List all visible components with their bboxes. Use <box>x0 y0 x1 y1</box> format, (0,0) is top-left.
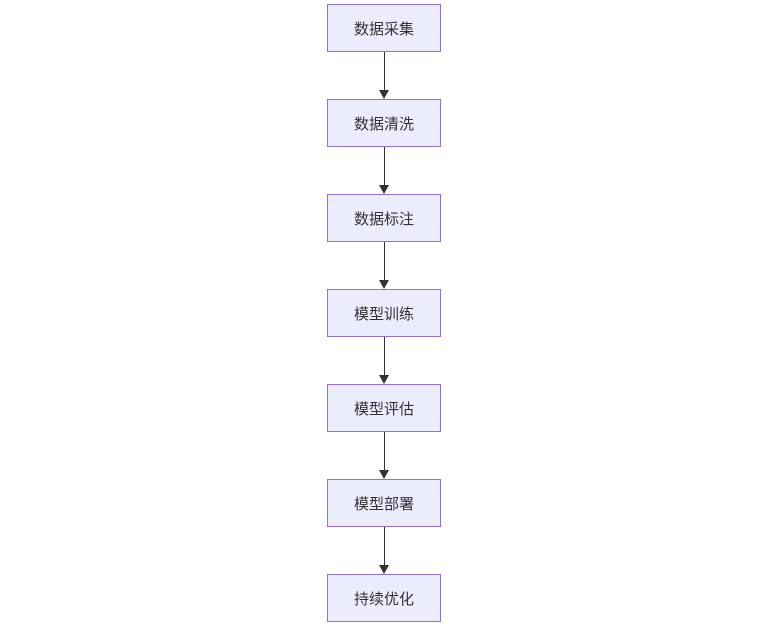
edge-line <box>383 527 385 565</box>
flow-node-label: 模型训练 <box>353 305 414 323</box>
arrowhead-down-icon <box>379 185 389 194</box>
arrowhead-down-icon <box>379 280 389 289</box>
arrowhead-down-icon <box>379 565 389 574</box>
flow-node-label: 数据清洗 <box>353 115 414 133</box>
arrowhead-down-icon <box>379 375 389 384</box>
flow-node-data-collection: 数据采集 <box>327 4 441 52</box>
flow-node-model-deployment: 模型部署 <box>327 479 441 527</box>
flow-node-model-evaluation: 模型评估 <box>327 384 441 432</box>
flow-node-data-annotation: 数据标注 <box>327 194 441 242</box>
flow-node-label: 数据标注 <box>353 210 414 228</box>
edge-line <box>383 52 385 90</box>
flow-node-data-cleaning: 数据清洗 <box>327 99 441 147</box>
flow-edge-6 <box>379 527 389 574</box>
arrowhead-down-icon <box>379 90 389 99</box>
flow-node-continuous-optimization: 持续优化 <box>327 574 441 622</box>
flow-node-model-training: 模型训练 <box>327 289 441 337</box>
flow-node-label: 数据采集 <box>353 20 414 38</box>
edge-line <box>383 147 385 185</box>
flow-edge-2 <box>379 147 389 194</box>
flow-node-label: 模型评估 <box>353 400 414 418</box>
flow-edge-4 <box>379 337 389 384</box>
flow-edge-5 <box>379 432 389 479</box>
flow-edge-1 <box>379 52 389 99</box>
flow-node-label: 模型部署 <box>353 495 414 513</box>
arrowhead-down-icon <box>379 470 389 479</box>
flow-edge-3 <box>379 242 389 289</box>
edge-line <box>383 432 385 470</box>
edge-line <box>383 242 385 280</box>
flow-node-label: 持续优化 <box>353 590 414 608</box>
edge-line <box>383 337 385 375</box>
